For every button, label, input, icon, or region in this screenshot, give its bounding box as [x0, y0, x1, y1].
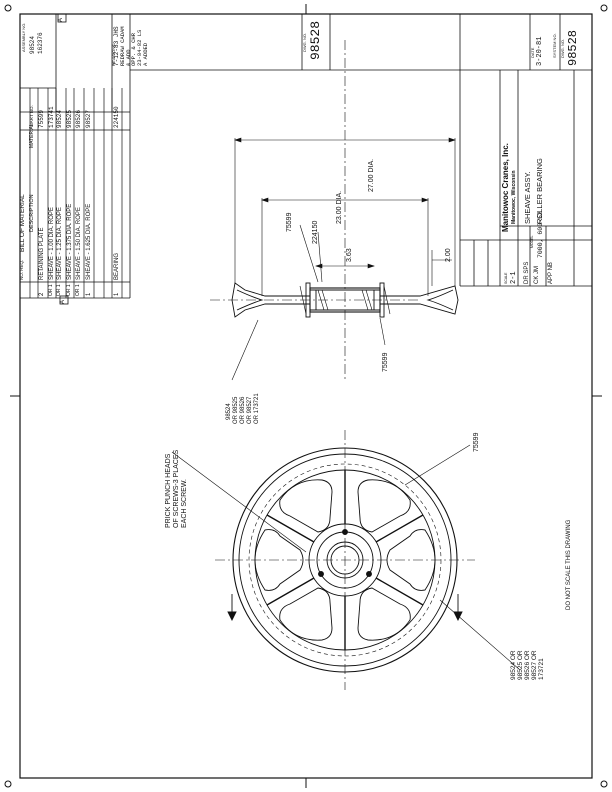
date-value: 3-20-81 [536, 36, 544, 66]
bom-row-0-part: 75599 [38, 109, 45, 128]
bom-row-1-desc: SHEAVE - 1.00 DIA. ROPE [49, 207, 55, 280]
title-block-frame [459, 14, 592, 287]
scale-label: SCALE [504, 272, 508, 284]
bom-header-material: MATERIAL [29, 123, 35, 148]
plan-callout-4: 173721 [538, 658, 545, 680]
checked-by: CK JM [534, 266, 540, 284]
part-callout-224150: 224150 [312, 220, 319, 244]
date-label: DATE [530, 47, 535, 58]
dim-2-00: 2.00 [445, 248, 452, 262]
part-callout-75599-top: 75599 [286, 212, 293, 232]
plan-view [171, 430, 521, 690]
corner-circle-br [600, 780, 608, 788]
bom-table-grid [20, 88, 130, 298]
bom-row-3-part: 98525 [66, 109, 73, 128]
company-name: Manitowoc Cranes, Inc. [501, 143, 510, 232]
bom-row-6-desc: BEARING [114, 252, 120, 280]
prick-punch-note-3: EACH SCREW. [181, 478, 188, 528]
revision-line-5: A ADDED [142, 42, 149, 66]
part-callout-75599-plan: 75599 [473, 432, 480, 452]
section-callout-4: OR 173721 [254, 393, 260, 424]
assembly-value-1: 98524 [29, 35, 36, 54]
drawn-by: DR SPS [524, 261, 530, 284]
section-callout-2: OR 98526 [240, 396, 246, 424]
model-value: 7000, 600-52 [537, 211, 544, 258]
bom-row-4-req: OR 1 [75, 284, 81, 296]
bom-header-req: NO. REQ. [19, 259, 24, 280]
corner-circle-tl [4, 4, 12, 12]
bom-row-4-part: 98526 [75, 109, 82, 128]
bom-header-desc: DESCRIPTION [29, 194, 35, 232]
bom-row-2-req: OR 1 [56, 284, 62, 296]
dwg-no-label: DWG. NO. [560, 38, 565, 58]
section-dimensions [231, 137, 456, 381]
prick-punch-note-2: OF SCREWS-3 PLACES [173, 449, 180, 528]
sheet-border [19, 13, 593, 779]
revision-marker-top: A [58, 17, 64, 22]
assembly-value-2: 162376 [37, 32, 44, 54]
top-dwg-label: DWG. NO. [302, 32, 307, 52]
bom-row-5-part: 98527 [85, 109, 92, 128]
do-not-scale-note: DO NOT SCALE THIS DRAWING [566, 519, 572, 610]
section-callout-1: OR 98525 [233, 396, 239, 424]
assembly-label: ASSEMBLY NO. [21, 22, 26, 52]
section-view [210, 40, 459, 380]
title-line-1: SHEAVE ASSY. [523, 171, 532, 224]
bom-row-1-req: OR 1 [48, 284, 54, 296]
bom-row-6-req: 1 [114, 292, 120, 296]
bom-row-5-req: 1 [86, 292, 92, 296]
bom-row-1-part: 173741 [48, 106, 55, 128]
bom-row-4-desc: SHEAVE - 1.50 DIA. ROPE [76, 207, 82, 280]
dwg-no-value: 98528 [566, 29, 580, 66]
corner-circle-bl [4, 780, 12, 788]
company-location: Manitowoc, Wisconsin [511, 170, 517, 224]
system-label: SYSTEM NO. [552, 33, 557, 58]
bom-row-0-req: 2 [39, 292, 45, 296]
section-callout-0: 98524 [226, 403, 232, 420]
bom-row-6-part: 224150 [113, 106, 120, 128]
bom-row-5-desc: SHEAVE - 1.625 DIA. ROPE [86, 203, 92, 280]
bom-row-0-desc: RETAINING PLATE [39, 227, 45, 280]
section-callout-3: OR 98527 [247, 396, 253, 424]
revision-markers [57, 13, 69, 305]
bom-row-3-desc: SHEAVE - 1.375 DIA. ROPE [67, 203, 73, 280]
bom-header-part: PART NO. [29, 105, 34, 126]
top-dwg-number: 98528 [308, 20, 323, 60]
sheet-number: 2-1 [510, 271, 518, 284]
bom-row-3-req: OR 1 [66, 284, 72, 296]
corner-circle-tr [600, 4, 608, 12]
dim-23-dia: 23.00 DIA. [336, 190, 343, 224]
revision-marker-bom: A [60, 299, 66, 304]
bom-row-2-desc: SHEAVE - 1.25 DIA. ROPE [57, 207, 63, 280]
prick-punch-note-1: PRICK PUNCH HEADS [165, 453, 172, 528]
model-label: MODEL [530, 235, 534, 248]
approved-by: APP NB [548, 262, 554, 284]
dim-27-dia: 27.00 DIA. [368, 158, 375, 192]
part-callout-75599-mid: 75599 [382, 352, 389, 372]
bom-title: BILL OF MATERIAL [19, 194, 26, 252]
bom-row-2-part: 98524 [56, 109, 63, 128]
dim-3-63: 3.63 [346, 248, 353, 262]
